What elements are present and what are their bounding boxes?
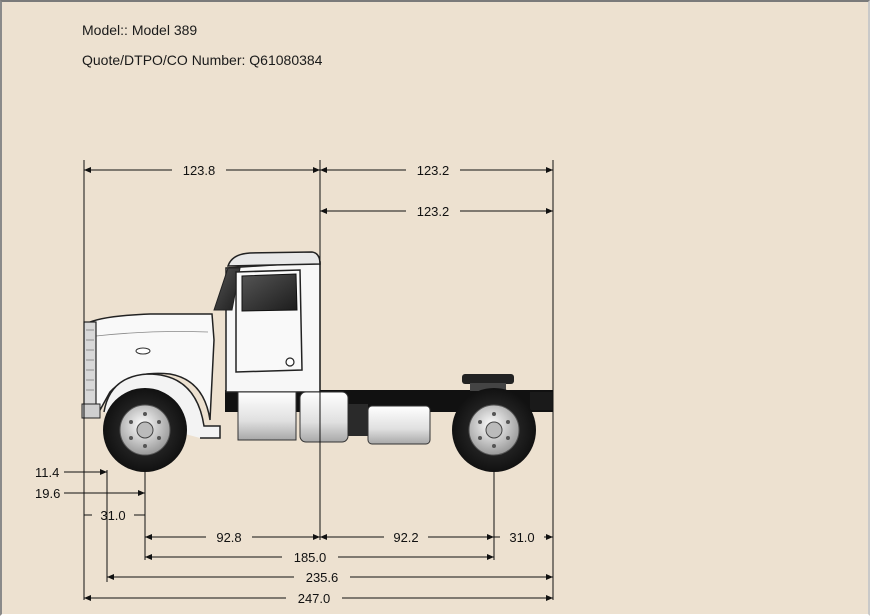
quote-label: Quote/DTPO/CO Number: bbox=[82, 52, 246, 68]
hood-emblem bbox=[135, 347, 151, 355]
dim-label-31-0-left: 31.0 bbox=[100, 508, 125, 523]
dim-label-92-8: 92.8 bbox=[216, 530, 241, 545]
dimension-arrows bbox=[84, 167, 553, 601]
front-wheel bbox=[103, 388, 187, 472]
dim-label-11-4: 11.4 bbox=[35, 465, 59, 480]
dimension-labels: 123.8 123.2 123.2 11.4 19.6 31.0 92.8 92… bbox=[35, 163, 535, 606]
fuel-tank bbox=[299, 391, 349, 443]
fifth-wheel bbox=[462, 374, 514, 384]
rear-frame-end bbox=[530, 392, 553, 410]
dim-label-235-6: 235.6 bbox=[306, 570, 339, 585]
model-line: Model:: Model 389 bbox=[82, 22, 197, 38]
quote-value: Q61080384 bbox=[249, 52, 323, 68]
rear-wheel bbox=[452, 388, 536, 472]
dim-label-31-0-right: 31.0 bbox=[509, 530, 534, 545]
dim-label-92-2: 92.2 bbox=[393, 530, 418, 545]
quote-line: Quote/DTPO/CO Number: Q61080384 bbox=[82, 52, 322, 68]
cab-roof bbox=[226, 251, 321, 267]
dimension-lines bbox=[64, 160, 554, 600]
dim-label-top-left: 123.8 bbox=[183, 163, 216, 178]
windshield bbox=[213, 267, 241, 311]
grille bbox=[83, 321, 97, 409]
front-bumper bbox=[81, 403, 101, 419]
model-value: Model 389 bbox=[131, 22, 198, 38]
rear-tank bbox=[367, 405, 431, 445]
truck-illustration bbox=[81, 251, 553, 472]
battery-box bbox=[237, 391, 297, 441]
door-window bbox=[241, 273, 298, 312]
dim-label-top-right: 123.2 bbox=[417, 163, 450, 178]
dim-label-19-6: 19.6 bbox=[35, 486, 60, 501]
model-label: Model:: bbox=[82, 22, 128, 38]
dim-label-top-right-second: 123.2 bbox=[417, 204, 450, 219]
dim-label-247-0: 247.0 bbox=[298, 591, 331, 606]
dim-label-185-0: 185.0 bbox=[294, 550, 327, 565]
door-handle bbox=[285, 357, 295, 367]
